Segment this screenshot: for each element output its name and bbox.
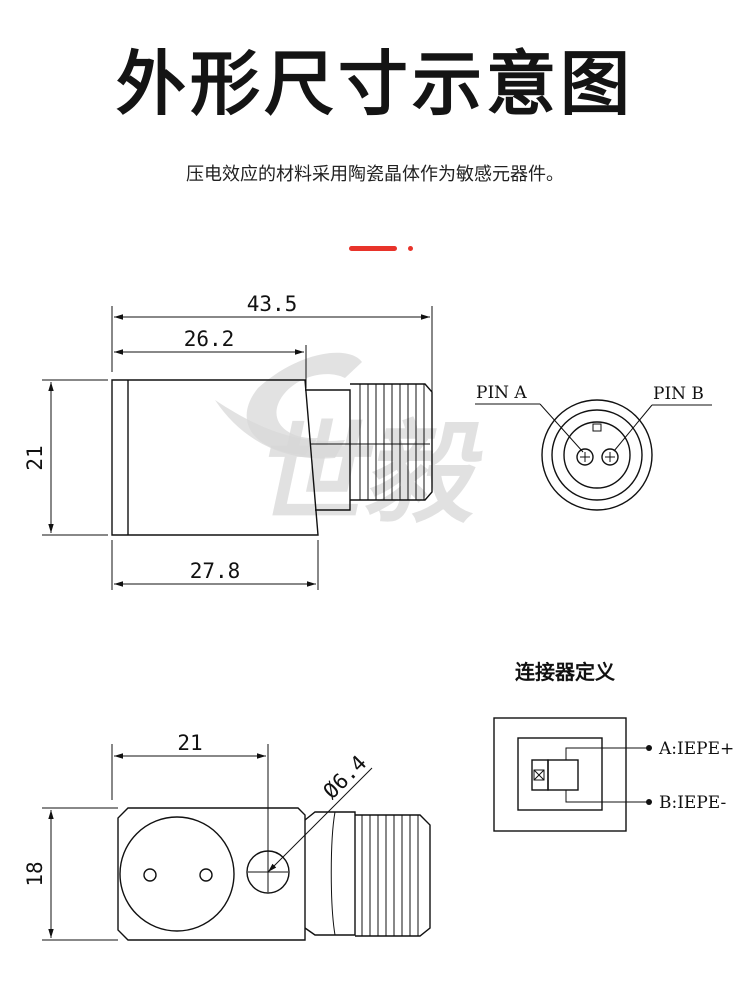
pin-b-definition: B:IEPE-: [659, 793, 726, 813]
connector-outer-box: [493, 717, 627, 832]
top-view: 21 18 Ø6.4: [23, 731, 431, 941]
dim-height-top: 18: [23, 861, 47, 886]
dim-body-length: 27.8: [190, 559, 241, 583]
dim-total-length: 43.5: [247, 292, 298, 316]
page-subtitle: 压电效应的材料采用陶瓷晶体作为敏感元器件。: [186, 164, 564, 185]
connector-outer-ring: [541, 399, 653, 511]
dim-body-to-thread: 26.2: [184, 327, 235, 351]
pin-b: [601, 448, 619, 466]
watermark-text: 世毅: [247, 411, 495, 539]
page-title: 外形尺寸示意图: [116, 43, 634, 125]
connector-neck-side: [305, 389, 351, 511]
sensor-body-side: [111, 379, 319, 536]
mounting-hole: [246, 850, 290, 894]
dim-height-side: 21: [23, 445, 47, 470]
watermark-logo: 世毅: [215, 352, 495, 539]
label-pin-a: PIN A: [476, 383, 527, 403]
connector-neck-top: [304, 811, 356, 936]
front-view: PIN A PIN B: [475, 383, 712, 511]
accent-dash: [349, 246, 397, 251]
connector-definition-title: 连接器定义: [515, 660, 615, 684]
pin-a: [576, 448, 594, 466]
dim-hole-offset: 21: [177, 731, 202, 755]
connector-definition-diagram: A:IEPE+ B:IEPE-: [493, 717, 734, 832]
threaded-connector-top: [355, 814, 431, 937]
accent-dot: [408, 246, 413, 251]
mounting-face-circle: [119, 816, 235, 932]
threaded-connector-side: [350, 383, 433, 501]
side-view: 43.5 26.2 21 27.8: [23, 292, 433, 590]
sensor-body-top: [117, 807, 306, 941]
label-pin-b: PIN B: [653, 384, 704, 404]
pin-a-definition: A:IEPE+: [658, 739, 734, 759]
